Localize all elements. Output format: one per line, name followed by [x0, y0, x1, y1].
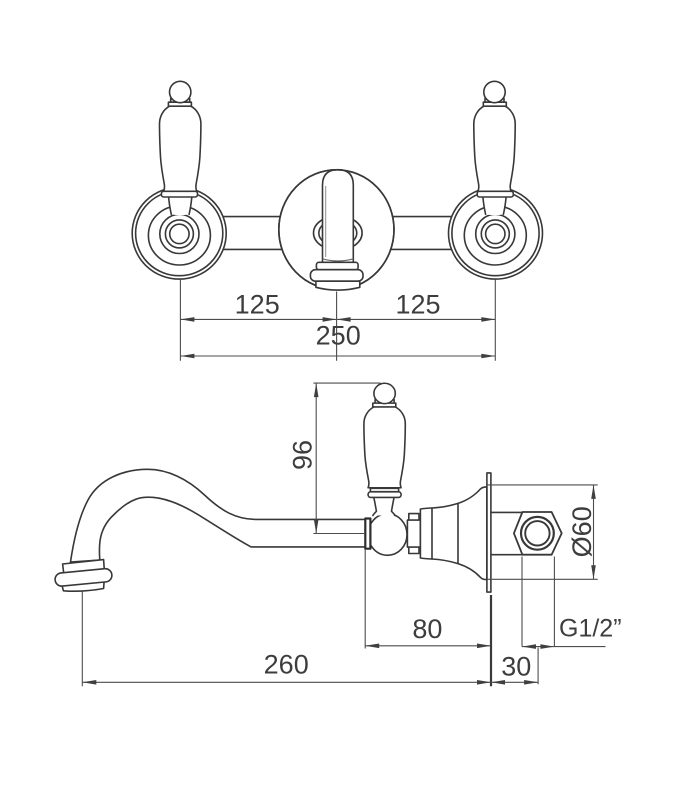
svg-text:Ø60: Ø60: [567, 506, 597, 557]
svg-text:260: 260: [264, 650, 309, 680]
svg-text:250: 250: [316, 321, 361, 351]
svg-text:96: 96: [288, 440, 318, 470]
svg-text:80: 80: [412, 614, 442, 644]
svg-text:125: 125: [395, 290, 440, 320]
svg-text:30: 30: [501, 652, 531, 682]
svg-text:G1/2”: G1/2”: [559, 615, 622, 643]
svg-text:125: 125: [235, 290, 280, 320]
